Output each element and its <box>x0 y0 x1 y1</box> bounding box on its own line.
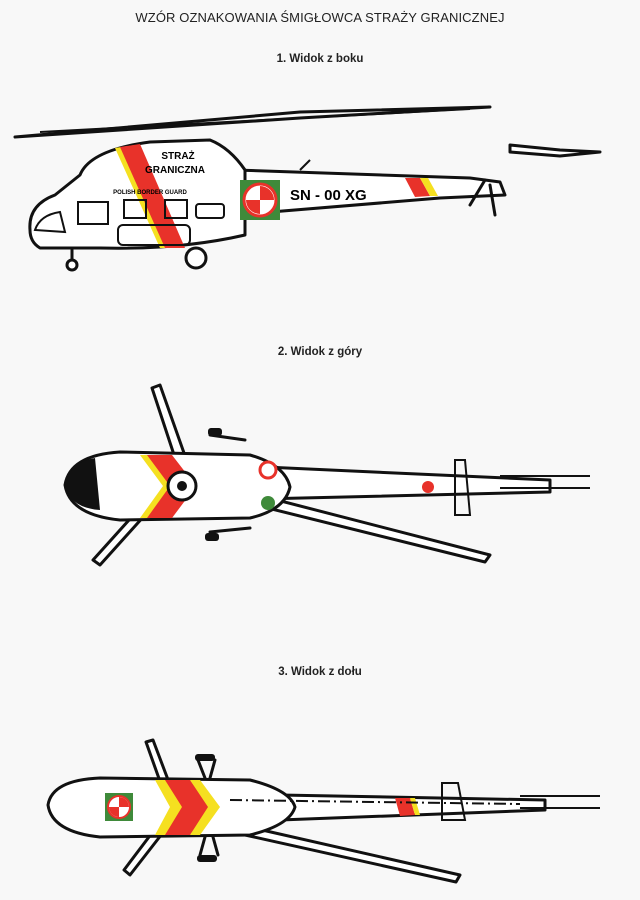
heading-bottom-view: 3. Widok z dołu <box>278 666 362 678</box>
marking-straz: STRAŻ <box>161 149 194 162</box>
heading-side-view: 1. Widok z boku <box>276 53 364 65</box>
marking-polish-border-guard: POLISH BORDER GUARD <box>113 190 187 196</box>
document-title: WZÓR OZNAKOWANIA ŚMIGŁOWCA STRAŻY GRANIC… <box>135 10 505 25</box>
marking-graniczna: GRANICZNA <box>145 165 205 176</box>
helicopter-bottom-view <box>46 738 600 884</box>
helicopter-side-view: STRAŻ GRANICZNA POLISH BORDER GUARD SN -… <box>13 105 602 272</box>
marking-registration: SN - 00 XG <box>290 187 367 204</box>
heading-top-view: 2. Widok z góry <box>277 346 363 358</box>
helicopter-top-view <box>63 383 590 567</box>
